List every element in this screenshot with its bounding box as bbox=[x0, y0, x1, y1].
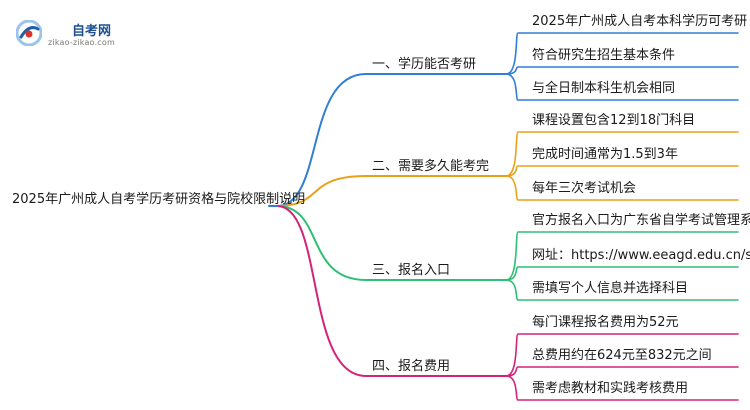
logo-title: 自考网 bbox=[72, 24, 112, 39]
branch-connector-3 bbox=[276, 205, 507, 281]
leaf-connector-2-2 bbox=[505, 165, 739, 177]
logo-mark-icon bbox=[16, 20, 42, 46]
leaf-connector-2-3 bbox=[505, 175, 739, 201]
leaf-label-4-3: 需考虑教材和实践考核费用 bbox=[532, 381, 689, 396]
branch-connector-4 bbox=[276, 205, 507, 377]
leaf-label-4-2: 总费用约在624元至832元之间 bbox=[532, 348, 712, 363]
leaf-connector-1-1 bbox=[505, 32, 739, 75]
branch-label-1: 一、学历能否考研 bbox=[372, 57, 477, 72]
leaf-connector-2-1 bbox=[505, 131, 739, 177]
leaf-connector-3-3 bbox=[505, 279, 739, 301]
leaf-label-2-2: 完成时间通常为1.5到3年 bbox=[532, 147, 678, 162]
leaf-connector-4-3 bbox=[505, 375, 739, 401]
leaf-connector-4-1 bbox=[505, 333, 739, 377]
root-topic: 2025年广州成人自考学历考研资格与院校限制说明 bbox=[12, 192, 306, 207]
leaf-label-3-3: 需填写个人信息并选择科目 bbox=[532, 281, 689, 296]
branch-connector-1 bbox=[276, 73, 507, 207]
leaf-label-4-1: 每门课程报名费用为52元 bbox=[532, 315, 679, 330]
branch-connector-2 bbox=[276, 175, 507, 207]
leaf-connector-1-2 bbox=[505, 66, 739, 75]
leaf-label-3-2: 网址：https://www.eeagd.edu.cn/selfec/ bbox=[532, 248, 750, 263]
leaf-label-1-3: 与全日制本科生机会相同 bbox=[532, 81, 676, 96]
leaf-label-2-1: 课程设置包含12到18门科目 bbox=[532, 113, 696, 128]
leaf-connector-4-2 bbox=[505, 366, 739, 377]
leaf-connector-3-1 bbox=[505, 231, 739, 281]
leaf-connector-3-2 bbox=[505, 266, 739, 281]
logo-url: zikao-zikao.com bbox=[48, 38, 115, 47]
branch-label-3: 三、报名入口 bbox=[372, 263, 451, 278]
branch-label-4: 四、报名费用 bbox=[372, 359, 451, 374]
leaf-label-1-2: 符合研究生招生基本条件 bbox=[532, 48, 676, 63]
branch-label-2: 二、需要多久能考完 bbox=[372, 159, 490, 174]
leaf-label-1-1: 2025年广州成人自考本科学历可考研 bbox=[532, 14, 748, 29]
leaf-connector-1-3 bbox=[505, 73, 739, 101]
site-logo[interactable]: 自考网 zikao-zikao.com bbox=[8, 14, 158, 52]
leaf-label-2-3: 每年三次考试机会 bbox=[532, 181, 637, 196]
leaf-label-3-1: 官方报名入口为广东省自学考试管理系统 bbox=[532, 213, 750, 228]
